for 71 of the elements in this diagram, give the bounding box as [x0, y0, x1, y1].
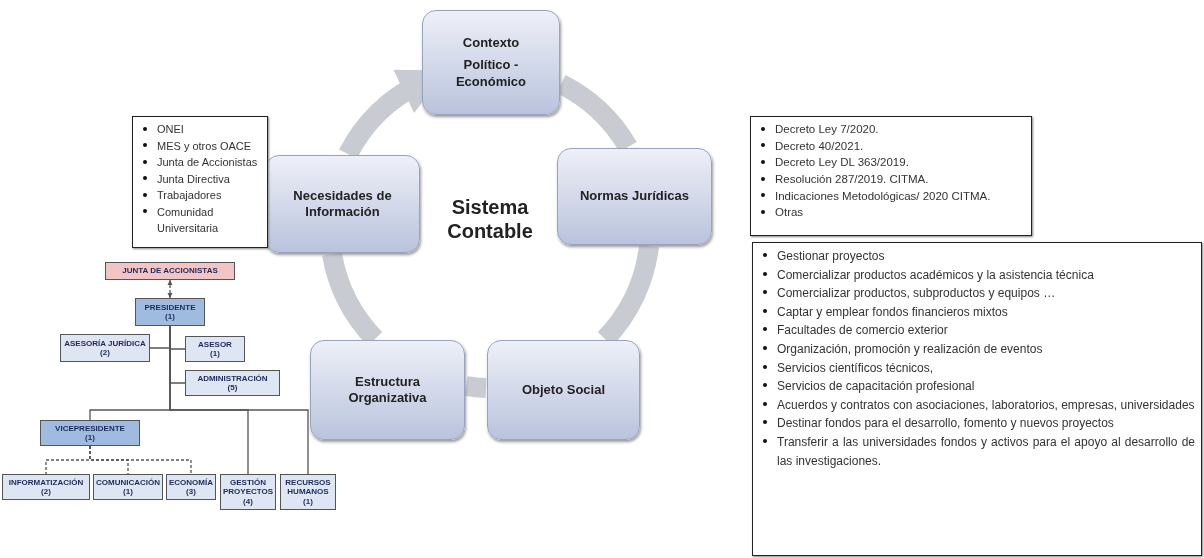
connector-line — [169, 325, 309, 475]
process-box — [487, 340, 640, 440]
list-item: Destinar fondos para el desarrollo, fomento y nuevos proyectos — [759, 414, 1195, 433]
list-item: Acuerdos y contratos con asociaciones, laboratorios, empresas, universidades — [759, 395, 1195, 415]
list-item: Captar y emplear fondos financieros mixtos — [759, 302, 1195, 322]
org-chart-box — [40, 420, 140, 446]
list-box — [752, 242, 1202, 556]
list-item: Decreto Ley DL 363/2019. — [757, 154, 1025, 171]
list-item: Otras — [757, 204, 1025, 222]
org-chart-box — [135, 298, 205, 326]
box-label: ASESORÍA JURÍDICA (2) — [63, 338, 147, 358]
org-chart-box — [93, 474, 163, 500]
list-item: Transferir a las universidades fondos y activos para el apoyo al desarrollo de las investigaciones. — [759, 432, 1195, 471]
list-box — [750, 116, 1032, 236]
box-label: RECURSOS HUMANOS — [284, 478, 332, 497]
box-label: (1) — [85, 433, 95, 443]
box-label: ECONOMÍA — [169, 477, 213, 487]
list-item: Indicaciones Metodológicas/ 2020 CITMA. — [757, 187, 1025, 205]
list-item: Decreto 40/2021. — [757, 137, 1025, 155]
node-label: Objeto Social — [521, 381, 606, 399]
list-item: Trabajadores — [139, 187, 261, 204]
box-label: (1) — [303, 496, 313, 506]
connector-line — [167, 279, 173, 299]
box-label: (4) — [243, 496, 253, 506]
process-box — [422, 10, 560, 115]
box-label: VICEPRESIDENTE — [55, 423, 125, 433]
box-label: JUNTA DE ACCIONISTAS — [122, 266, 218, 276]
box-label: (5) — [227, 383, 238, 393]
box-label: (1) — [210, 349, 220, 359]
list-item: Junta Directiva — [139, 170, 261, 187]
org-chart-box — [280, 474, 336, 510]
center-label: Sistema Contable — [446, 195, 534, 243]
org-chart-box — [105, 262, 235, 280]
list-item: Servicios de capacitación profesional — [759, 377, 1195, 396]
box-label: (1) — [165, 312, 175, 322]
list-item: Comunidad Universitaria — [139, 203, 261, 237]
org-chart-box — [185, 336, 245, 362]
list-item: Gestionar proyectos — [759, 247, 1195, 266]
list-item: Servicios científicos técnicos, — [759, 358, 1195, 378]
node-label: Político - Económico — [454, 57, 528, 90]
box-label: ASESOR — [198, 339, 232, 349]
box-label: (3) — [186, 487, 196, 497]
list-item: Organización, promoción y realización de eventos — [759, 339, 1195, 359]
box-label: INFORMATIZACIÓN — [8, 477, 84, 487]
list-item: Comercializar productos académicos y la asistencia técnica — [759, 265, 1195, 285]
process-box — [310, 340, 465, 440]
box-label: (2) — [41, 487, 51, 497]
box-label: COMUNICACIÓN — [96, 477, 160, 487]
box-label: ADMINISTRACIÓN — [197, 373, 268, 383]
node-label: Necesidades de Información — [292, 187, 393, 221]
box-label: GESTIÓN PROYECTOS — [222, 478, 274, 497]
org-chart-box — [2, 474, 90, 500]
node-label: Normas Jurídicas — [579, 188, 690, 205]
org-chart-box — [166, 474, 216, 500]
node-label: Contexto — [462, 35, 520, 52]
list-item: Comercializar productos, subproductos y equipos … — [759, 284, 1195, 303]
org-chart-box — [185, 370, 280, 396]
box-label: PRESIDENTE — [144, 302, 196, 312]
list-item: MES y otros OACE — [139, 137, 261, 154]
org-chart-box — [220, 474, 276, 510]
node-label: Estructura Organizativa — [347, 373, 428, 407]
list-item: ONEI — [139, 121, 261, 138]
list-item: Decreto Ley 7/2020. — [757, 121, 1025, 138]
process-box — [265, 155, 420, 253]
list-item: Junta de Accionistas — [139, 154, 261, 171]
list-box — [132, 116, 268, 248]
process-box — [557, 148, 712, 245]
list-item: Resolución 287/2019. CITMA. — [757, 171, 1025, 188]
box-label: (1) — [123, 487, 133, 497]
list-item: Facultades de comercio exterior — [759, 321, 1195, 340]
connector-line — [89, 445, 192, 475]
